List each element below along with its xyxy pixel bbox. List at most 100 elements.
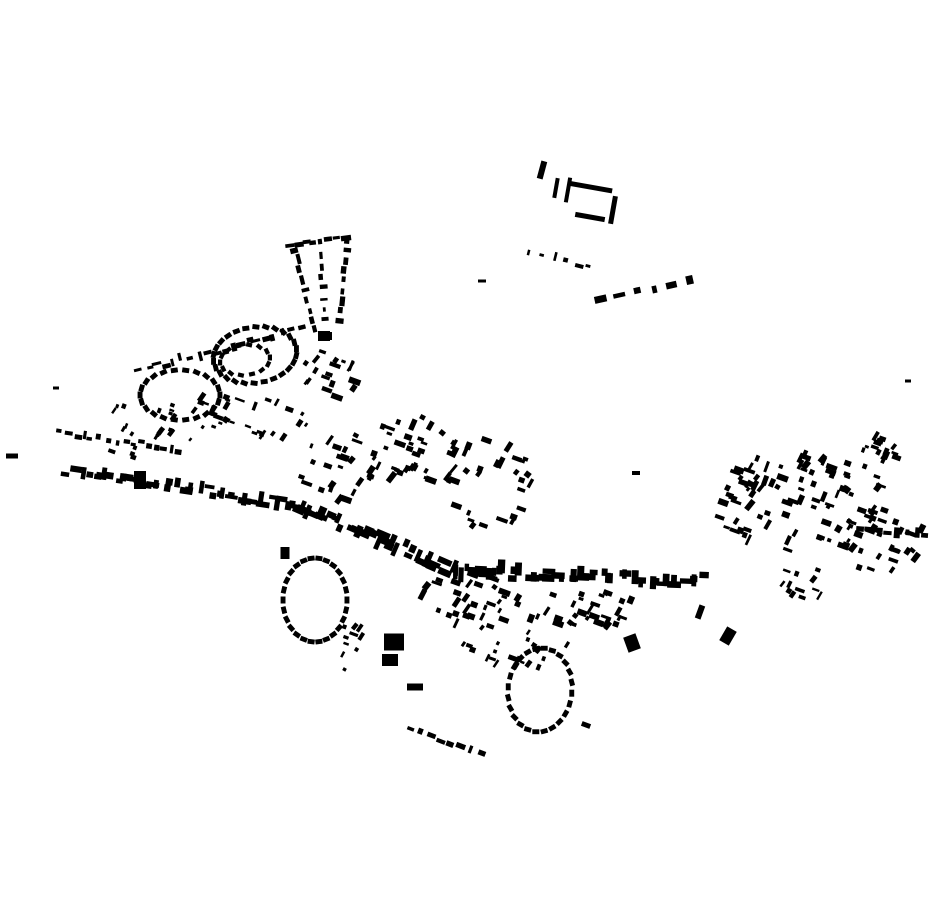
- building: [694, 604, 706, 620]
- building: [407, 683, 423, 691]
- building: [234, 343, 242, 349]
- building: [317, 238, 323, 245]
- building: [485, 600, 497, 608]
- building: [234, 397, 246, 403]
- building: [343, 641, 350, 646]
- building: [129, 431, 135, 437]
- building: [303, 296, 309, 304]
- building: [379, 422, 386, 431]
- building: [905, 529, 910, 536]
- building: [334, 567, 344, 577]
- building: [217, 421, 223, 426]
- building: [248, 371, 256, 377]
- building: [240, 492, 248, 506]
- building: [174, 448, 182, 456]
- building: [323, 236, 333, 242]
- building: [375, 461, 382, 471]
- building: [163, 484, 171, 493]
- building: [730, 498, 742, 506]
- building: [563, 641, 571, 649]
- building: [920, 532, 929, 538]
- building: [142, 404, 151, 413]
- building: [825, 462, 838, 472]
- building: [526, 613, 536, 624]
- building: [245, 342, 253, 348]
- building: [332, 356, 340, 364]
- building: [570, 568, 577, 583]
- building: [478, 521, 489, 529]
- building: [299, 500, 307, 509]
- building: [861, 463, 868, 470]
- building: [339, 615, 348, 624]
- building: [347, 455, 356, 465]
- building: [159, 446, 168, 452]
- building: [875, 552, 883, 561]
- building: [601, 568, 608, 577]
- building: [334, 512, 343, 524]
- building: [325, 434, 334, 446]
- building: [321, 385, 333, 394]
- building: [492, 649, 498, 654]
- building: [293, 351, 300, 360]
- building: [344, 596, 350, 604]
- building: [879, 506, 889, 514]
- building: [567, 180, 613, 194]
- building: [357, 631, 366, 641]
- building: [190, 406, 198, 415]
- building: [834, 489, 841, 499]
- building: [115, 403, 120, 409]
- building: [289, 358, 298, 367]
- building: [845, 517, 852, 525]
- building: [280, 606, 288, 615]
- building: [514, 655, 522, 665]
- building: [509, 512, 518, 521]
- building: [307, 555, 315, 562]
- building: [435, 737, 446, 745]
- building: [465, 578, 474, 589]
- building: [318, 348, 327, 355]
- building: [462, 467, 471, 475]
- building: [220, 365, 227, 373]
- building: [340, 359, 347, 364]
- building: [891, 453, 902, 462]
- building: [337, 306, 343, 314]
- building: [374, 528, 391, 541]
- building: [670, 574, 678, 587]
- building: [232, 327, 241, 335]
- building: [606, 572, 614, 584]
- building: [535, 663, 542, 671]
- building: [514, 562, 523, 576]
- building: [242, 325, 250, 332]
- building: [714, 513, 725, 521]
- building: [504, 693, 512, 702]
- building: [563, 177, 573, 203]
- building: [104, 471, 114, 480]
- building: [503, 441, 514, 453]
- building: [539, 253, 545, 257]
- building: [197, 351, 204, 362]
- building: [6, 453, 18, 459]
- building: [337, 464, 344, 470]
- building: [877, 517, 888, 524]
- building: [580, 721, 592, 729]
- building: [491, 567, 497, 576]
- building: [210, 350, 217, 359]
- building: [332, 235, 340, 240]
- building: [279, 327, 288, 337]
- building: [733, 465, 745, 475]
- building: [295, 418, 304, 428]
- building: [847, 542, 858, 554]
- building: [431, 580, 443, 587]
- building: [224, 346, 232, 354]
- building: [335, 317, 344, 324]
- building: [479, 612, 486, 621]
- building: [517, 476, 526, 484]
- building: [875, 448, 882, 456]
- building: [291, 504, 306, 516]
- building: [438, 429, 447, 437]
- building: [334, 623, 344, 633]
- building: [425, 561, 438, 572]
- building: [307, 308, 313, 315]
- building: [252, 323, 260, 330]
- building: [450, 578, 462, 587]
